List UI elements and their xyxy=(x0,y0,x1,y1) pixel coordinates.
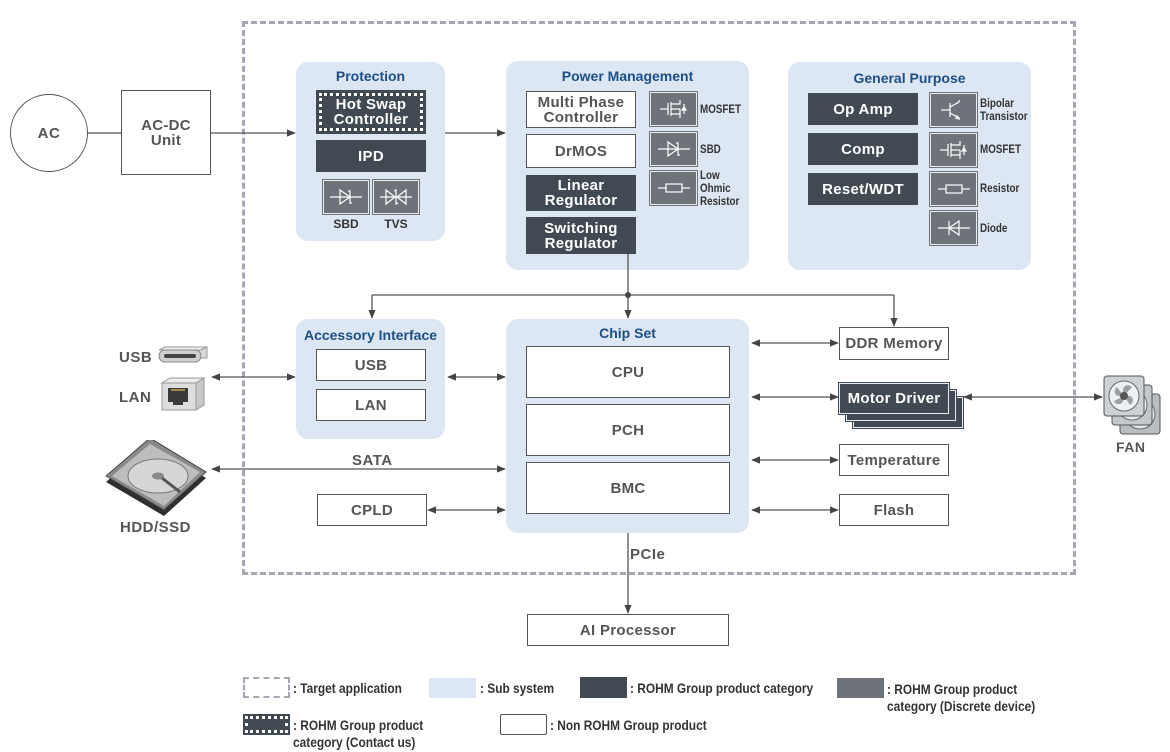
target-application-frame xyxy=(242,21,1076,575)
bipolar-transistor-icon xyxy=(940,100,960,120)
power-mosfet-tile xyxy=(650,92,697,126)
op-amp-box: Op Amp xyxy=(808,93,918,125)
cpu-box: CPU xyxy=(526,346,730,398)
usb-connector-icon xyxy=(157,344,209,364)
external-lan-label: LAN xyxy=(119,389,152,406)
general-diode-tile xyxy=(930,211,977,245)
hdd-ssd-icon xyxy=(104,437,208,518)
legend-discrete-text: : ROHM Group product category (Discrete … xyxy=(887,681,1036,714)
protection-tvs-label: TVS xyxy=(384,217,408,231)
protection-sbd-tile xyxy=(323,180,369,214)
ddr-memory-box: DDR Memory xyxy=(839,327,949,360)
protection-sbd-label: SBD xyxy=(333,217,359,231)
legend-subsystem-text: : Sub system xyxy=(480,680,555,696)
pch-box: PCH xyxy=(526,404,730,456)
sata-label: SATA xyxy=(352,452,393,469)
sbd-diode-icon xyxy=(330,188,362,206)
bipolar-transistor-tile xyxy=(930,93,977,127)
tvs-diode-icon xyxy=(380,188,412,206)
general-resistor-label: Resistor xyxy=(980,181,1020,195)
multi-phase-controller-box: Multi Phase Controller xyxy=(526,91,636,128)
reset-wdt-box: Reset/WDT xyxy=(808,173,918,205)
power-resistor-tile xyxy=(650,171,697,205)
switching-regulator-box: Switching Regulator xyxy=(526,217,636,254)
power-sbd-label: SBD xyxy=(700,142,721,156)
power-mosfet-label: MOSFET xyxy=(700,102,741,116)
protection-title: Protection xyxy=(335,68,406,84)
accessory-usb-box: USB xyxy=(316,349,426,381)
general-diode-label: Diode xyxy=(980,221,1008,235)
legend-rohm-text: : ROHM Group product category xyxy=(630,680,814,696)
mosfet-icon xyxy=(939,141,967,159)
general-mosfet-label: MOSFET xyxy=(980,142,1021,156)
power-management-title: Power Management xyxy=(561,68,694,84)
legend-rohm-swatch xyxy=(580,677,627,698)
drmos-box: DrMOS xyxy=(526,134,636,168)
ac-source-circle: AC xyxy=(10,94,88,172)
flash-box: Flash xyxy=(839,494,949,526)
accessory-interface-title: Accessory Interface xyxy=(303,327,438,343)
diode-icon xyxy=(937,219,970,237)
chipset-title: Chip Set xyxy=(599,325,656,341)
resistor-icon xyxy=(937,184,970,194)
sbd-diode-icon xyxy=(657,140,690,158)
general-resistor-tile xyxy=(930,172,977,206)
external-usb-label: USB xyxy=(119,349,153,366)
legend-non-rohm-text: : Non ROHM Group product xyxy=(550,717,707,733)
general-mosfet-tile xyxy=(930,133,977,167)
resistor-icon xyxy=(657,183,690,193)
general-purpose-title: General Purpose xyxy=(853,70,966,86)
bipolar-transistor-label: Bipolar Transistor xyxy=(980,96,1028,123)
legend-non-rohm-swatch xyxy=(500,714,547,735)
protection-tvs-tile xyxy=(373,180,419,214)
legend-target-swatch xyxy=(243,677,290,698)
legend-discrete-swatch xyxy=(837,678,884,698)
linear-regulator-box: Linear Regulator xyxy=(526,175,636,211)
accessory-lan-box: LAN xyxy=(316,389,426,421)
legend-target-text: : Target application xyxy=(293,680,402,696)
power-sbd-tile xyxy=(650,132,697,166)
cpld-box: CPLD xyxy=(317,494,427,526)
ai-processor-box: AI Processor xyxy=(527,614,729,646)
comp-box: Comp xyxy=(808,133,918,165)
bus-junction-dot xyxy=(625,292,631,298)
external-hdd-label: HDD/SSD xyxy=(120,519,192,536)
motor-driver-box: Motor Driver xyxy=(839,383,949,414)
power-low-ohmic-label: Low Ohmic Resistor xyxy=(700,168,740,208)
ipd-box: IPD xyxy=(316,140,426,172)
lan-port-icon xyxy=(160,377,206,411)
temperature-box: Temperature xyxy=(839,444,949,476)
fan-icon xyxy=(1102,374,1162,436)
legend-contact-swatch xyxy=(243,714,290,735)
pcie-label: PCIe xyxy=(630,546,666,563)
hot-swap-controller-box: Hot Swap Controller xyxy=(316,90,426,134)
mosfet-icon xyxy=(659,100,687,118)
bmc-box: BMC xyxy=(526,462,730,514)
fan-label: FAN xyxy=(1116,439,1146,455)
legend-subsystem-swatch xyxy=(429,678,476,698)
legend-contact-text: : ROHM Group product category (Contact u… xyxy=(293,717,424,750)
ac-label: AC xyxy=(37,124,61,142)
acdc-unit-box: AC-DC Unit xyxy=(121,90,211,175)
